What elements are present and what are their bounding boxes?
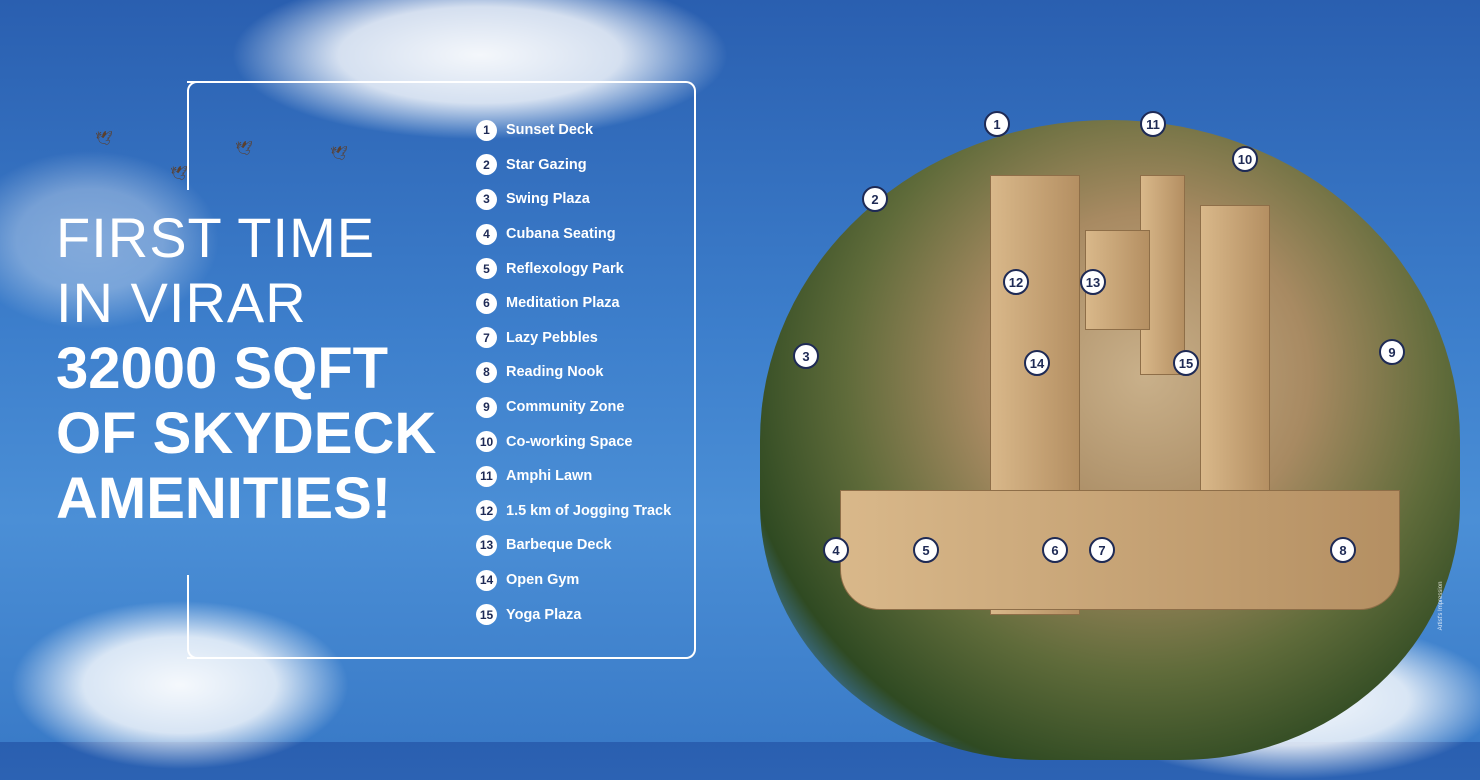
amenity-label: Sunset Deck bbox=[506, 122, 594, 139]
list-item: 2 Star Gazing bbox=[476, 148, 671, 183]
headline-line-4: OF SKYDECK bbox=[56, 401, 437, 466]
map-marker: 10 bbox=[1232, 146, 1258, 172]
list-item: 4 Cubana Seating bbox=[476, 217, 671, 252]
list-item: 10 Co-working Space bbox=[476, 424, 671, 459]
number-badge: 8 bbox=[476, 361, 497, 383]
map-marker: 1 bbox=[984, 111, 1010, 137]
number-badge: 4 bbox=[476, 223, 497, 245]
number-badge: 12 bbox=[476, 500, 497, 522]
bird-icon: 🕊 bbox=[95, 130, 113, 146]
frame-left-segment bbox=[187, 90, 189, 190]
map-marker: 8 bbox=[1330, 537, 1356, 563]
disclaimer: Artist's Impression bbox=[1438, 581, 1444, 631]
amenities-frame bbox=[187, 81, 696, 659]
amenity-label: Lazy Pebbles bbox=[506, 329, 598, 346]
frame-left-segment bbox=[187, 575, 189, 650]
number-badge: 3 bbox=[476, 188, 497, 210]
list-item: 3 Swing Plaza bbox=[476, 182, 671, 217]
headline-line-2: IN VIRAR bbox=[56, 271, 307, 334]
headline-line-3: 32000 SQFT bbox=[56, 336, 389, 401]
list-item: 9 Community Zone bbox=[476, 390, 671, 425]
list-item: 7 Lazy Pebbles bbox=[476, 321, 671, 356]
amenity-label: Star Gazing bbox=[506, 156, 587, 173]
amenity-label: Swing Plaza bbox=[506, 191, 590, 208]
number-badge: 2 bbox=[476, 154, 497, 176]
list-item: 5 Reflexology Park bbox=[476, 251, 671, 286]
list-item: 11 Amphi Lawn bbox=[476, 459, 671, 494]
map-marker: 14 bbox=[1024, 350, 1050, 376]
number-badge: 14 bbox=[476, 569, 497, 591]
number-badge: 13 bbox=[476, 534, 497, 556]
list-item: 6 Meditation Plaza bbox=[476, 286, 671, 321]
bird-icon: 🕊 bbox=[170, 165, 188, 181]
map-marker: 13 bbox=[1080, 269, 1106, 295]
amenity-label: Community Zone bbox=[506, 399, 625, 416]
amenities-list: 1 Sunset Deck 2 Star Gazing 3 Swing Plaza 4 Cub… bbox=[476, 113, 671, 632]
cloud bbox=[230, 0, 730, 140]
number-badge: 10 bbox=[476, 431, 497, 453]
amenity-label: Open Gym bbox=[506, 572, 580, 589]
map-marker: 2 bbox=[862, 186, 888, 212]
map-marker: 5 bbox=[913, 537, 939, 563]
list-item: 12 1.5 km of Jogging Track bbox=[476, 494, 671, 529]
number-badge: 7 bbox=[476, 327, 497, 349]
number-badge: 9 bbox=[476, 396, 497, 418]
number-badge: 5 bbox=[476, 258, 497, 280]
map-marker: 9 bbox=[1379, 339, 1405, 365]
map-marker: 15 bbox=[1173, 350, 1199, 376]
map-marker: 3 bbox=[793, 343, 819, 369]
amenity-label: Barbeque Deck bbox=[506, 537, 612, 554]
amenity-label: Amphi Lawn bbox=[506, 468, 593, 485]
number-badge: 1 bbox=[476, 119, 497, 141]
number-badge: 15 bbox=[476, 604, 497, 626]
amenity-label: Co-working Space bbox=[506, 433, 633, 450]
map-marker: 11 bbox=[1140, 111, 1166, 137]
number-badge: 6 bbox=[476, 292, 497, 314]
amenity-label: Reading Nook bbox=[506, 364, 604, 381]
amenity-label: Meditation Plaza bbox=[506, 295, 620, 312]
amenity-label: Reflexology Park bbox=[506, 260, 624, 277]
map-marker: 6 bbox=[1042, 537, 1068, 563]
map-marker: 12 bbox=[1003, 269, 1029, 295]
headline-line-5: AMENITIES! bbox=[56, 466, 392, 531]
list-item: 13 Barbeque Deck bbox=[476, 528, 671, 563]
cloud bbox=[0, 150, 220, 330]
building-globe-image bbox=[760, 120, 1460, 760]
frame-corner bbox=[187, 81, 199, 93]
map-marker: 4 bbox=[823, 537, 849, 563]
headline-line-1: FIRST TIME bbox=[56, 206, 376, 269]
amenity-label: Yoga Plaza bbox=[506, 606, 582, 623]
amenity-label: Cubana Seating bbox=[506, 226, 616, 243]
number-badge: 11 bbox=[476, 465, 497, 487]
frame-corner bbox=[187, 647, 199, 659]
bird-icon: 🕊 bbox=[235, 140, 253, 156]
map-marker: 7 bbox=[1089, 537, 1115, 563]
list-item: 14 Open Gym bbox=[476, 563, 671, 598]
list-item: 8 Reading Nook bbox=[476, 355, 671, 390]
amenity-label: 1.5 km of Jogging Track bbox=[506, 502, 672, 519]
list-item: 1 Sunset Deck bbox=[476, 113, 671, 148]
bird-icon: 🕊 bbox=[330, 145, 348, 161]
list-item: 15 Yoga Plaza bbox=[476, 597, 671, 632]
